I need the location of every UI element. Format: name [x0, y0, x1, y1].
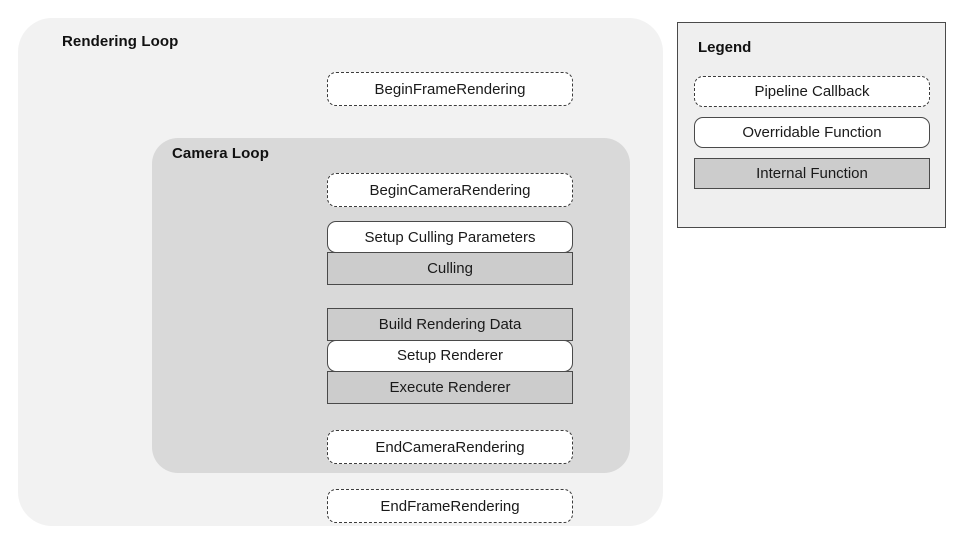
- node-begin-frame-rendering[interactable]: BeginFrameRendering: [327, 72, 573, 106]
- node-end-camera-rendering[interactable]: EndCameraRendering: [327, 430, 573, 464]
- node-setup-renderer[interactable]: Setup Renderer: [327, 339, 573, 372]
- legend-panel: Legend Pipeline Callback Overridable Fun…: [677, 22, 946, 228]
- legend-item-internal-function: Internal Function: [694, 158, 930, 189]
- legend-item-pipeline-callback: Pipeline Callback: [694, 76, 930, 107]
- rendering-loop-title: Rendering Loop: [62, 33, 179, 50]
- node-end-frame-rendering[interactable]: EndFrameRendering: [327, 489, 573, 523]
- legend-title: Legend: [698, 39, 752, 56]
- node-begin-camera-rendering[interactable]: BeginCameraRendering: [327, 173, 573, 207]
- node-setup-culling-parameters[interactable]: Setup Culling Parameters: [327, 221, 573, 253]
- node-execute-renderer[interactable]: Execute Renderer: [327, 370, 573, 404]
- node-culling[interactable]: Culling: [327, 251, 573, 285]
- camera-loop-title: Camera Loop: [172, 145, 269, 162]
- legend-item-overridable-function: Overridable Function: [694, 117, 930, 148]
- node-build-rendering-data[interactable]: Build Rendering Data: [327, 308, 573, 341]
